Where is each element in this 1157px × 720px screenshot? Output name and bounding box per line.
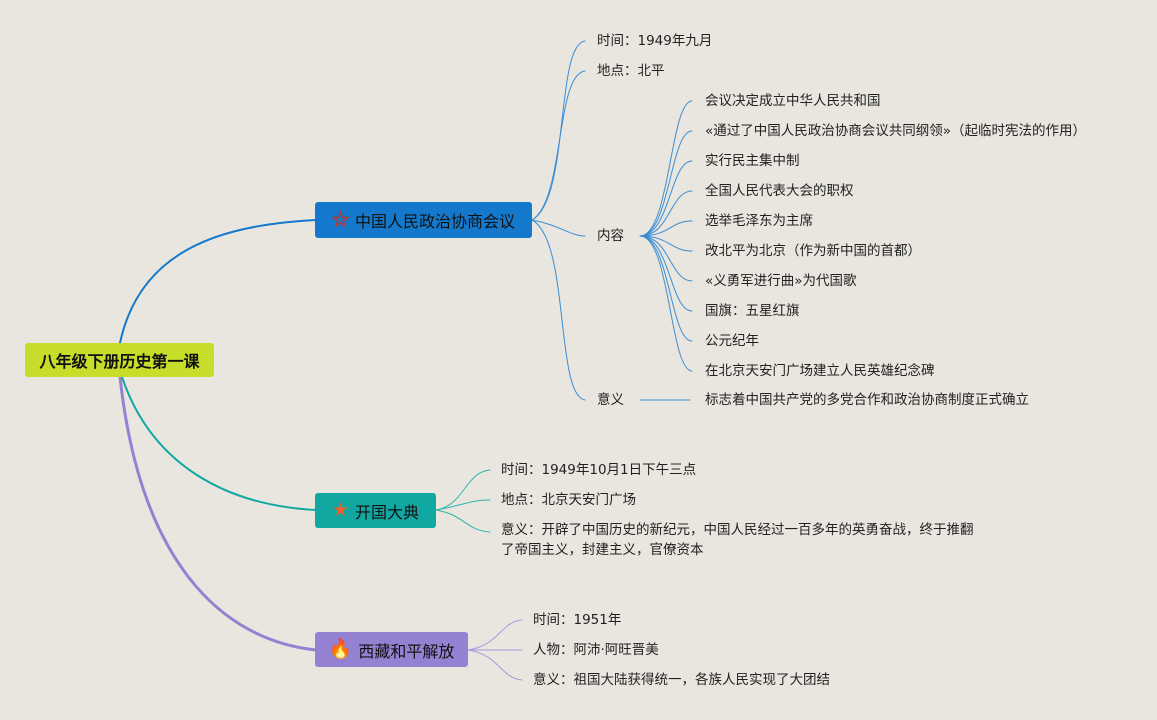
leaf-place[interactable]: 地点：北平	[597, 63, 665, 79]
content-item[interactable]: 改北平为北京（作为新中国的首都）	[705, 243, 921, 259]
content-connector-line	[639, 130, 693, 237]
content-connector-line	[639, 235, 693, 282]
content-connector-line	[639, 190, 693, 237]
content-item[interactable]: «义勇军进行曲»为代国歌	[705, 273, 857, 289]
branch-tibet-liberation[interactable]: 🔥 西藏和平解放	[315, 632, 468, 667]
content-connector-line	[639, 235, 693, 312]
content-item[interactable]: 全国人民代表大会的职权	[705, 183, 854, 199]
content-connector-line	[639, 160, 693, 237]
branch-founding-ceremony[interactable]: ★ 开国大典	[315, 493, 436, 528]
branch-label: 开国大典	[355, 502, 420, 522]
root-to-branch1-line	[119, 219, 317, 344]
star-outline-icon: ★	[331, 208, 350, 231]
content-item[interactable]: 公元纪年	[705, 333, 759, 349]
content-connector-line	[639, 235, 693, 252]
content-connector-line	[639, 100, 693, 237]
leaf-significance[interactable]: 意义	[597, 392, 624, 408]
flame-icon: 🔥	[328, 638, 353, 660]
root-node[interactable]: 八年级下册历史第一课	[25, 343, 214, 377]
content-item[interactable]: 选举毛泽东为主席	[705, 213, 813, 229]
leaf-place[interactable]: 地点：北京天安门广场	[501, 492, 636, 508]
content-item[interactable]: 在北京天安门广场建立人民英雄纪念碑	[705, 363, 935, 379]
content-item[interactable]: 实行民主集中制	[705, 153, 800, 169]
leaf-time[interactable]: 时间：1951年	[533, 612, 622, 628]
leaf-time[interactable]: 时间：1949年九月	[597, 33, 713, 49]
content-item[interactable]: 会议决定成立中华人民共和国	[705, 93, 881, 109]
branch-cppcc[interactable]: ★ 中国人民政治协商会议	[315, 202, 532, 238]
root-to-branch3-line	[118, 375, 318, 652]
leaf-significance[interactable]: 意义：开辟了中国历史的新纪元，中国人民经过一百多年的英勇奋战，终于推翻 了帝国主…	[501, 520, 974, 560]
leaf-time[interactable]: 时间：1949年10月1日下午三点	[501, 462, 697, 478]
leaf-significance-detail[interactable]: 标志着中国共产党的多党合作和政治协商制度正式确立	[705, 392, 1029, 408]
content-item[interactable]: «通过了中国人民政治协商会议共同纲领»（起临时宪法的作用）	[705, 123, 1087, 139]
content-connector-line	[639, 220, 693, 237]
branch-label: 中国人民政治协商会议	[355, 212, 516, 231]
leaf-significance[interactable]: 意义：祖国大陆获得统一，各族人民实现了大团结	[533, 672, 830, 688]
root-to-branch2-line	[121, 376, 317, 511]
star-icon: ★	[331, 499, 350, 521]
content-item[interactable]: 国旗：五星红旗	[705, 303, 800, 319]
branch-label: 西藏和平解放	[358, 641, 455, 661]
leaf-content[interactable]: 内容	[597, 228, 624, 244]
significance-line2: 了帝国主义，封建主义，官僚资本	[501, 542, 704, 558]
content-connector-line	[639, 235, 693, 372]
significance-line1: 意义：开辟了中国历史的新纪元，中国人民经过一百多年的英勇奋战，终于推翻	[501, 522, 974, 538]
leaf-person[interactable]: 人物：阿沛·阿旺晋美	[533, 642, 659, 658]
